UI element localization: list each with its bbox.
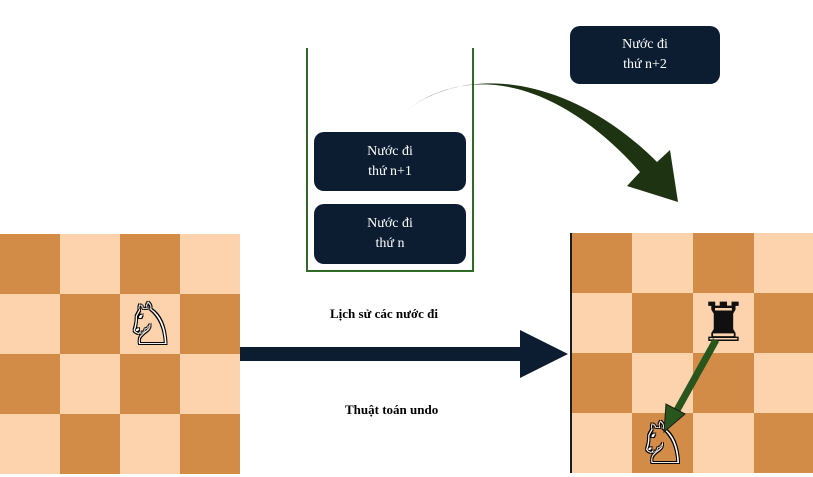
square	[60, 354, 120, 414]
black-rook-icon: ♜	[699, 291, 748, 354]
square	[754, 353, 813, 413]
square	[693, 233, 754, 293]
square	[60, 234, 120, 294]
card-line: Nước đi	[367, 143, 413, 159]
square	[0, 234, 60, 294]
square	[180, 234, 240, 294]
square	[693, 413, 754, 473]
card-line: thứ n+2	[623, 57, 667, 72]
square	[60, 294, 120, 354]
square	[0, 414, 60, 474]
square	[180, 294, 240, 354]
card-line: Nước đi	[622, 37, 668, 52]
square	[632, 293, 693, 353]
card-line: Nước đi	[367, 216, 413, 231]
square	[632, 353, 693, 413]
square	[180, 354, 240, 414]
square	[572, 233, 632, 293]
square	[754, 293, 813, 353]
square	[572, 413, 632, 473]
square	[754, 413, 813, 473]
square	[0, 294, 60, 354]
square	[60, 414, 120, 474]
square	[632, 233, 693, 293]
square: ♘	[632, 413, 693, 473]
white-knight-icon: ♘	[636, 409, 689, 477]
square: ♘	[120, 294, 180, 354]
square	[120, 354, 180, 414]
white-knight-icon: ♘	[124, 290, 176, 358]
stack-card-move-n-plus-1: Nước đi thứ n+1	[314, 132, 466, 191]
undo-arrow	[240, 330, 568, 378]
square	[180, 414, 240, 474]
popped-card-move-n-plus-2: Nước đi thứ n+2	[570, 26, 720, 84]
board-after: ♜ ♘	[570, 233, 813, 473]
square	[0, 354, 60, 414]
stack-caption: Lịch sử các nước đi	[330, 306, 439, 321]
square	[572, 353, 632, 413]
arrow-caption: Thuật toán undo	[345, 402, 439, 417]
square	[120, 234, 180, 294]
square	[754, 233, 813, 293]
card-line: thứ n+1	[368, 163, 412, 179]
square: ♜	[693, 293, 754, 353]
square	[572, 293, 632, 353]
square	[693, 353, 754, 413]
board-before: ♘	[0, 234, 240, 474]
stack-card-move-n: Nước đi thứ n	[314, 204, 466, 264]
card-line: thứ n	[375, 236, 405, 251]
square	[120, 414, 180, 474]
